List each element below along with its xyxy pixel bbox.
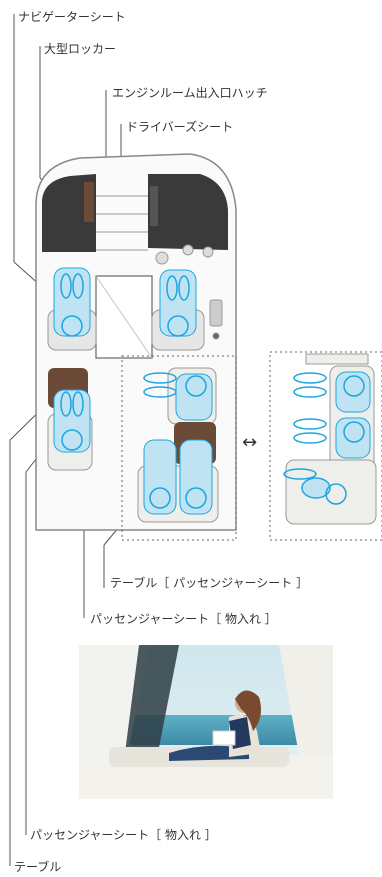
label-passenger-seat-storage: パッセンジャーシート［ 物入れ ］ <box>90 612 277 626</box>
interior-photo <box>79 645 333 799</box>
label-navigator-seat: ナビゲーターシート <box>18 10 126 24</box>
alternate-dinette-layout <box>283 353 377 525</box>
label-passenger-seat-storage-2: パッセンジャーシート［ 物入れ ］ <box>30 828 217 842</box>
convert-arrow: ↔ <box>242 432 257 453</box>
photo-illustration <box>79 645 333 799</box>
label-engine-hatch: エンジンルーム出入口ハッチ <box>112 86 268 100</box>
left-passenger-seat <box>47 389 93 471</box>
shelf-lines <box>96 195 148 251</box>
driver-seat <box>151 269 205 351</box>
floor-fittings <box>209 299 223 340</box>
label-table: テーブル <box>14 860 62 874</box>
navigator-seat <box>47 267 97 351</box>
large-locker-cabinet <box>42 174 96 252</box>
label-large-locker: 大型ロッカー <box>44 42 117 56</box>
dinette-config-box-a <box>121 355 237 541</box>
label-table-passenger-seat: テーブル［ パッセンジャーシート ］ <box>110 576 309 590</box>
dashboard-gauges <box>155 244 214 265</box>
dinette-config-box-b <box>269 351 382 541</box>
right-dinette-seats <box>137 367 219 523</box>
front-counter-cabinet <box>148 174 228 250</box>
label-driver-seat: ドライバーズシート <box>126 120 234 134</box>
